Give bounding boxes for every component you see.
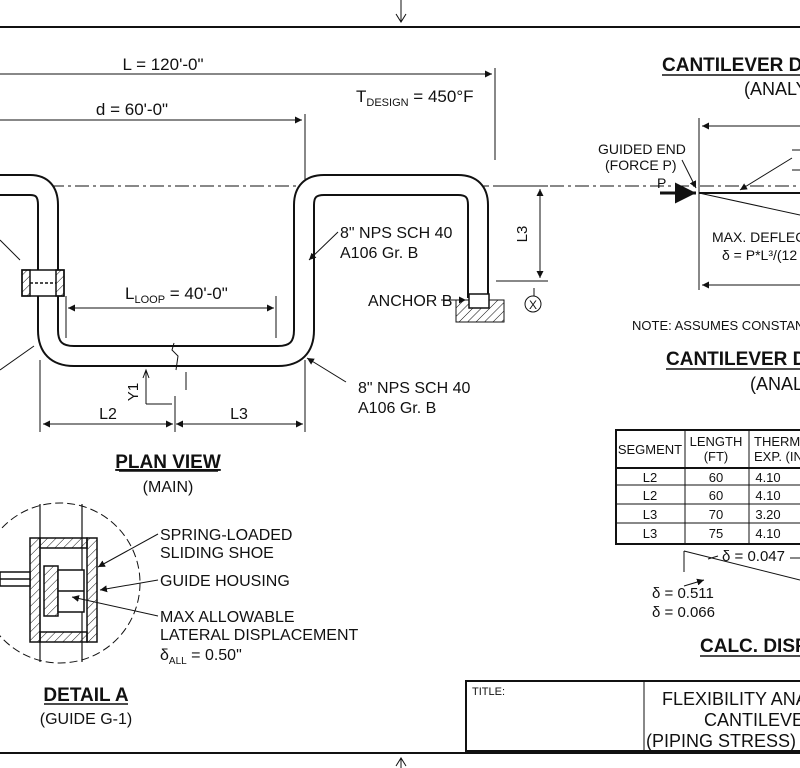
table-cell: 60 bbox=[709, 470, 723, 485]
cantilever-section: CANTILEVER DIS (ANALY GUIDED END (FORCE … bbox=[598, 55, 800, 394]
title-block bbox=[465, 680, 800, 752]
design-temperature: TDESIGN = 450°F bbox=[356, 87, 474, 109]
dimension-d-label: d = 60'-0" bbox=[96, 100, 168, 119]
detail-a-title: DETAIL A bbox=[43, 685, 128, 706]
table-cell: 60 bbox=[709, 488, 723, 503]
dimension-l2-label: L2 bbox=[99, 406, 117, 423]
dimension-l3-vertical-label: L3 bbox=[514, 226, 531, 243]
pipe-spec-1-line2: A106 Gr. B bbox=[340, 245, 418, 262]
label-guide-housing: GUIDE HOUSING bbox=[160, 573, 290, 590]
table-cell: L3 bbox=[643, 507, 657, 522]
title-block-label: TITLE: bbox=[472, 686, 505, 698]
cantilever-diagram bbox=[660, 118, 800, 290]
table-cell: L2 bbox=[643, 470, 657, 485]
dimension-l-label: L = 120'-0" bbox=[123, 55, 204, 74]
detail-a: SPRING-LOADED SLIDING SHOE GUIDE HOUSING… bbox=[0, 502, 359, 728]
table-header-thermal: THERMA bbox=[754, 434, 800, 449]
cantilever-title-2: CANTILEVER DI bbox=[666, 349, 800, 370]
cantilever-subtitle: (ANALY bbox=[744, 79, 800, 99]
detail-a-subtitle: (GUIDE G-1) bbox=[40, 711, 132, 728]
segment-table bbox=[615, 429, 800, 545]
table-cell: L3 bbox=[643, 526, 657, 541]
anchor-b-symbol bbox=[455, 293, 505, 323]
anchor-b-label: ANCHOR B bbox=[368, 293, 452, 310]
delta-2: δ = 0.066 bbox=[652, 604, 715, 621]
label-delta-all: δALL = 0.50" bbox=[160, 647, 242, 667]
y1-marker bbox=[142, 368, 187, 405]
plan-view: L = 120'-0" TDESIGN = 450°F d = 60'-0" bbox=[0, 55, 800, 496]
pipe-spec-2-line2: A106 Gr. B bbox=[358, 400, 436, 417]
table-header-segment: SEGMENT bbox=[618, 442, 682, 457]
table-cell: 75 bbox=[709, 526, 723, 541]
table-cell: L2 bbox=[643, 488, 657, 503]
table-rows: L2 60 4.10 L2 60 4.10 L3 70 3.20 L3 75 4… bbox=[643, 470, 781, 541]
plan-view-title: PLAN VIEW bbox=[115, 452, 221, 473]
table-cell: 3.20 bbox=[755, 507, 780, 522]
label-max-allowable-2: LATERAL DISPLACEMENT bbox=[160, 627, 359, 644]
table-header-thermal-unit: EXP. (IN bbox=[754, 449, 800, 464]
title-line-3: (PIPING STRESS) - bbox=[646, 731, 800, 751]
table-header-length-unit: (FT) bbox=[704, 449, 729, 464]
x-axis-marker bbox=[524, 295, 542, 313]
label-sliding-shoe-2: SLIDING SHOE bbox=[160, 545, 274, 562]
cantilever-subtitle-2: (ANAL bbox=[750, 374, 800, 394]
delta-1: δ = 0.511 bbox=[652, 585, 714, 602]
table-cell: 4.10 bbox=[755, 488, 780, 503]
label-sliding-shoe-1: SPRING-LOADED bbox=[160, 527, 292, 544]
break-mark bbox=[171, 342, 179, 371]
table-header-length: LENGTH bbox=[690, 434, 743, 449]
plan-view-subtitle: (MAIN) bbox=[143, 479, 194, 496]
x-axis-label: X bbox=[529, 298, 537, 312]
title-line-1: FLEXIBILITY ANA bbox=[662, 689, 800, 709]
dimension-l2-l3 bbox=[39, 360, 306, 432]
guide-housing bbox=[0, 537, 98, 643]
pipe-spec-1-line1: 8" NPS SCH 40 bbox=[340, 225, 452, 242]
label-max-allowable-1: MAX ALLOWABLE bbox=[160, 609, 295, 626]
dimension-d bbox=[0, 114, 306, 180]
guide-g1 bbox=[21, 269, 65, 297]
note-constant: NOTE: ASSUMES CONSTAN bbox=[632, 318, 800, 333]
table-cell: 4.10 bbox=[755, 526, 780, 541]
table-cell: 4.10 bbox=[755, 470, 780, 485]
dimension-l-loop-label: LLOOP = 40'-0" bbox=[125, 284, 228, 306]
calc-displacement-title: CALC. DISP bbox=[700, 636, 800, 657]
dimension-l bbox=[0, 68, 496, 160]
deflection-formula: δ = P*L³/(12 bbox=[722, 247, 797, 263]
pipe-spec-2-line1: 8" NPS SCH 40 bbox=[358, 380, 470, 397]
cantilever-title: CANTILEVER DIS bbox=[662, 55, 800, 76]
title-line-2: CANTILEVE bbox=[704, 710, 800, 730]
dimension-l3-label: L3 bbox=[230, 406, 248, 423]
y1-label: Y1 bbox=[125, 383, 142, 401]
delta-mid: δ = 0.047 bbox=[722, 548, 785, 565]
table-cell: 70 bbox=[709, 507, 723, 522]
pipe-route bbox=[0, 174, 489, 367]
force-p-label: P bbox=[657, 175, 666, 191]
calc-displacement: δ = 0.047 δ = 0.511 δ = 0.066 CALC. DISP bbox=[652, 548, 800, 657]
max-deflection-label: MAX. DEFLECT bbox=[712, 229, 800, 245]
dimension-l-loop bbox=[65, 296, 277, 338]
dimension-l3-vertical bbox=[496, 185, 548, 300]
guided-end-label-1: GUIDED END bbox=[598, 141, 686, 157]
guided-end-label-2: (FORCE P) bbox=[605, 157, 677, 173]
